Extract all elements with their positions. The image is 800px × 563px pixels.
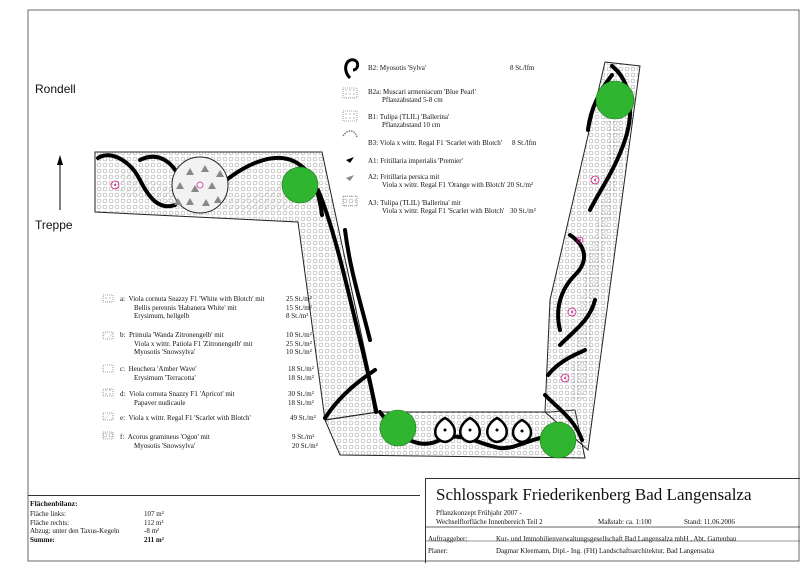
taxus-circles xyxy=(281,80,635,459)
balance-title: Flächenbilanz: xyxy=(30,499,78,508)
legend-entry: B2: Myosotis 'Sylva' xyxy=(368,64,427,72)
bed-right xyxy=(544,61,641,451)
legend-entry: d: Viola cornuta Snazzy F1 'Apricot' mit… xyxy=(120,390,235,407)
legend-entry: f: Acorus gramineus 'Ogon' mit Myosotis … xyxy=(120,433,210,450)
rondell-circle xyxy=(171,156,229,214)
legend-entry: A3: Tulipa (TLIL) 'Ballerina' mit Viola … xyxy=(368,199,505,215)
scale: Maßstab: ca. 1:100 xyxy=(598,518,652,526)
planner: Dagmar Kleemann, Dipl.- Ing. (FH) Landsc… xyxy=(496,547,715,555)
treppe-arrow xyxy=(57,155,63,210)
legend-entry: A1: Fritillaria imperialis 'Premier' xyxy=(368,157,463,165)
legend-low-symbols xyxy=(102,294,114,440)
drawing-frame xyxy=(27,9,800,562)
title-block-lines xyxy=(425,526,800,542)
legend-entry: c: Heuchera 'Amber Wave' Erysimum 'Terra… xyxy=(120,365,197,382)
treppe-label: Treppe xyxy=(35,218,73,232)
date: Stand: 11.06.2006 xyxy=(684,518,735,526)
client: Kur- und Immobilienverwaltungsgesellscha… xyxy=(496,535,737,543)
balance-separator xyxy=(28,495,420,496)
legend-entry: a: Viola cornuta Snazzy F1 'White with B… xyxy=(120,295,265,320)
swirl-dots xyxy=(443,428,524,433)
legend-top-symbols xyxy=(342,58,360,207)
rondell-label: Rondell xyxy=(35,82,76,96)
area-balance: Fläche links: Fläche rechts: Abzug: unte… xyxy=(30,510,120,544)
legend-entry: B2a: Muscari armeniacum 'Blue Pearl' Pfl… xyxy=(368,88,476,104)
legend-entry: b: Primula 'Wanda Zitronengelb' mit Viol… xyxy=(120,331,253,356)
fritillaria-markers xyxy=(110,175,600,383)
legend-entry: e: Viola x wittr. Regal F1 'Scarlet with… xyxy=(120,414,251,422)
legend-entry: A2: Fritillaria persica mit Viola x witt… xyxy=(368,173,533,189)
legend-entry: B3: Viola x wittr. Regal F1 'Scarlet wit… xyxy=(368,139,503,147)
legend-entry: B1: Tulipa (TLIL) 'Ballerina' Pflanzabst… xyxy=(368,113,450,129)
title-block: Schlosspark Friederikenberg Bad Langensa… xyxy=(425,478,800,563)
plan-title: Schlosspark Friederikenberg Bad Langensa… xyxy=(436,485,752,504)
